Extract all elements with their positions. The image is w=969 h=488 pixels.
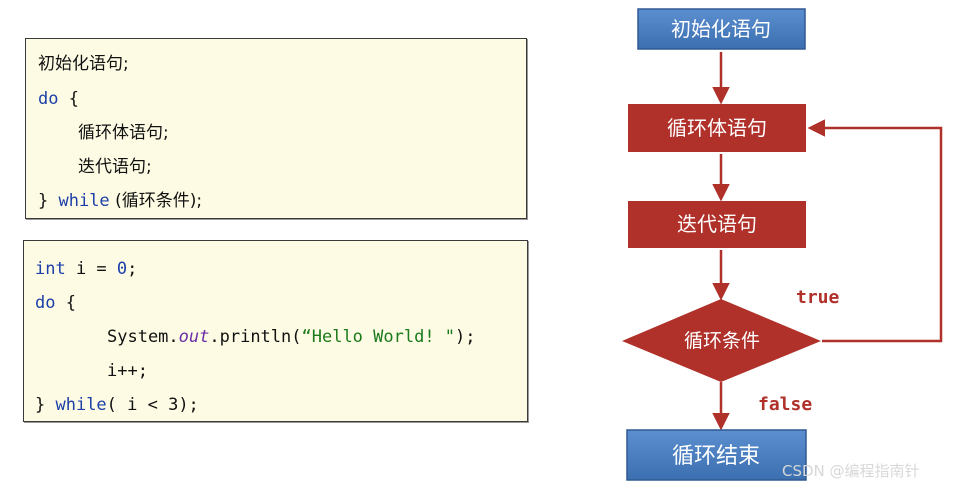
- node-init-label: 初始化语句: [671, 17, 771, 41]
- code-line-body: 循环体语句;: [78, 123, 169, 143]
- code-line-init: 初始化语句;: [38, 54, 129, 74]
- node-body: [628, 104, 806, 152]
- node-condition: [622, 299, 821, 382]
- label-false: false: [758, 394, 812, 415]
- node-iter: [628, 201, 806, 248]
- node-init: [637, 8, 806, 50]
- code-line-do: do {: [35, 293, 76, 313]
- watermark: CSDN @编程指南针: [782, 462, 920, 480]
- node-end-label: 循环结束: [672, 444, 760, 469]
- node-iter-label: 迭代语句: [677, 212, 757, 236]
- arrow-true-loop-back: [807, 119, 943, 343]
- node-body-label: 循环体语句: [667, 116, 767, 140]
- code-line-increment: i++;: [107, 361, 148, 381]
- label-true: true: [796, 287, 840, 308]
- code-line-int: int i = 0;: [35, 259, 138, 279]
- code-line-iter: 迭代语句;: [78, 157, 152, 177]
- code-line-while: } while( i < 3);: [35, 395, 199, 415]
- pseudocode-box: 初始化语句; do { 循环体语句; 迭代语句; } while (循环条件);: [25, 38, 527, 219]
- example-code-box: int i = 0; do { System.out.println(“Hell…: [23, 240, 528, 422]
- node-condition-label: 循环条件: [684, 330, 760, 352]
- code-line-println: System.out.println(“Hello World! ");: [107, 327, 476, 347]
- code-line-do: do {: [38, 89, 79, 109]
- node-end: [626, 429, 807, 481]
- code-line-while: } while (循环条件);: [38, 191, 203, 211]
